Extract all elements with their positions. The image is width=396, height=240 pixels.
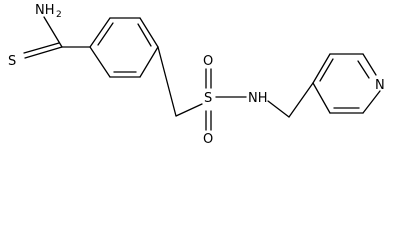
pyridine-bond-6 — [312, 82, 331, 114]
methylene-linker — [157, 46, 203, 117]
pyridine-double-2 — [357, 60, 370, 79]
bond-c-nh2 — [43, 16, 63, 48]
benzene-double-2 — [137, 23, 152, 47]
atom-thione-s-label: S — [8, 54, 16, 69]
atom-nh2-label: NH — [35, 3, 55, 18]
chemical-structure-diagram: NH 2 S S O O NH N — [8, 3, 385, 147]
benzene-bond-6 — [89, 46, 111, 78]
thioamide-group — [23, 16, 91, 59]
pyridine-double-1 — [319, 58, 334, 82]
atom-nh2-subscript: 2 — [56, 10, 62, 20]
sulfonyl-group — [205, 68, 247, 131]
pyridine-bond-3 — [362, 53, 377, 76]
benzene-bond-1 — [89, 17, 111, 48]
atom-pyridine-n-label: N — [375, 78, 385, 93]
pyridine-bond-4 — [362, 90, 381, 114]
bond-c-s-double-a — [24, 46, 63, 59]
pyridine-bond-1 — [312, 53, 331, 84]
bond-ch2-pyridine — [288, 82, 314, 118]
benzene-bond-4 — [139, 46, 159, 78]
benzene-bond-3 — [139, 17, 159, 48]
bond-ch2-s — [175, 103, 203, 117]
aminomethyl-linker — [267, 82, 314, 118]
atom-sulfonyl-o-top-label: O — [203, 54, 213, 69]
atom-sulfonyl-s-label: S — [204, 91, 212, 106]
atom-sulfonyl-o-bottom-label: O — [203, 132, 213, 147]
bond-ring-ch2 — [157, 46, 177, 117]
atom-sulfonamide-nh-label: NH — [248, 91, 268, 106]
pyridine-ring — [312, 53, 381, 114]
benzene-double-1 — [97, 22, 114, 46]
bond-nh-ch2 — [267, 100, 290, 118]
bond-c-s-double-b — [23, 42, 60, 54]
benzene-ring — [89, 17, 159, 78]
